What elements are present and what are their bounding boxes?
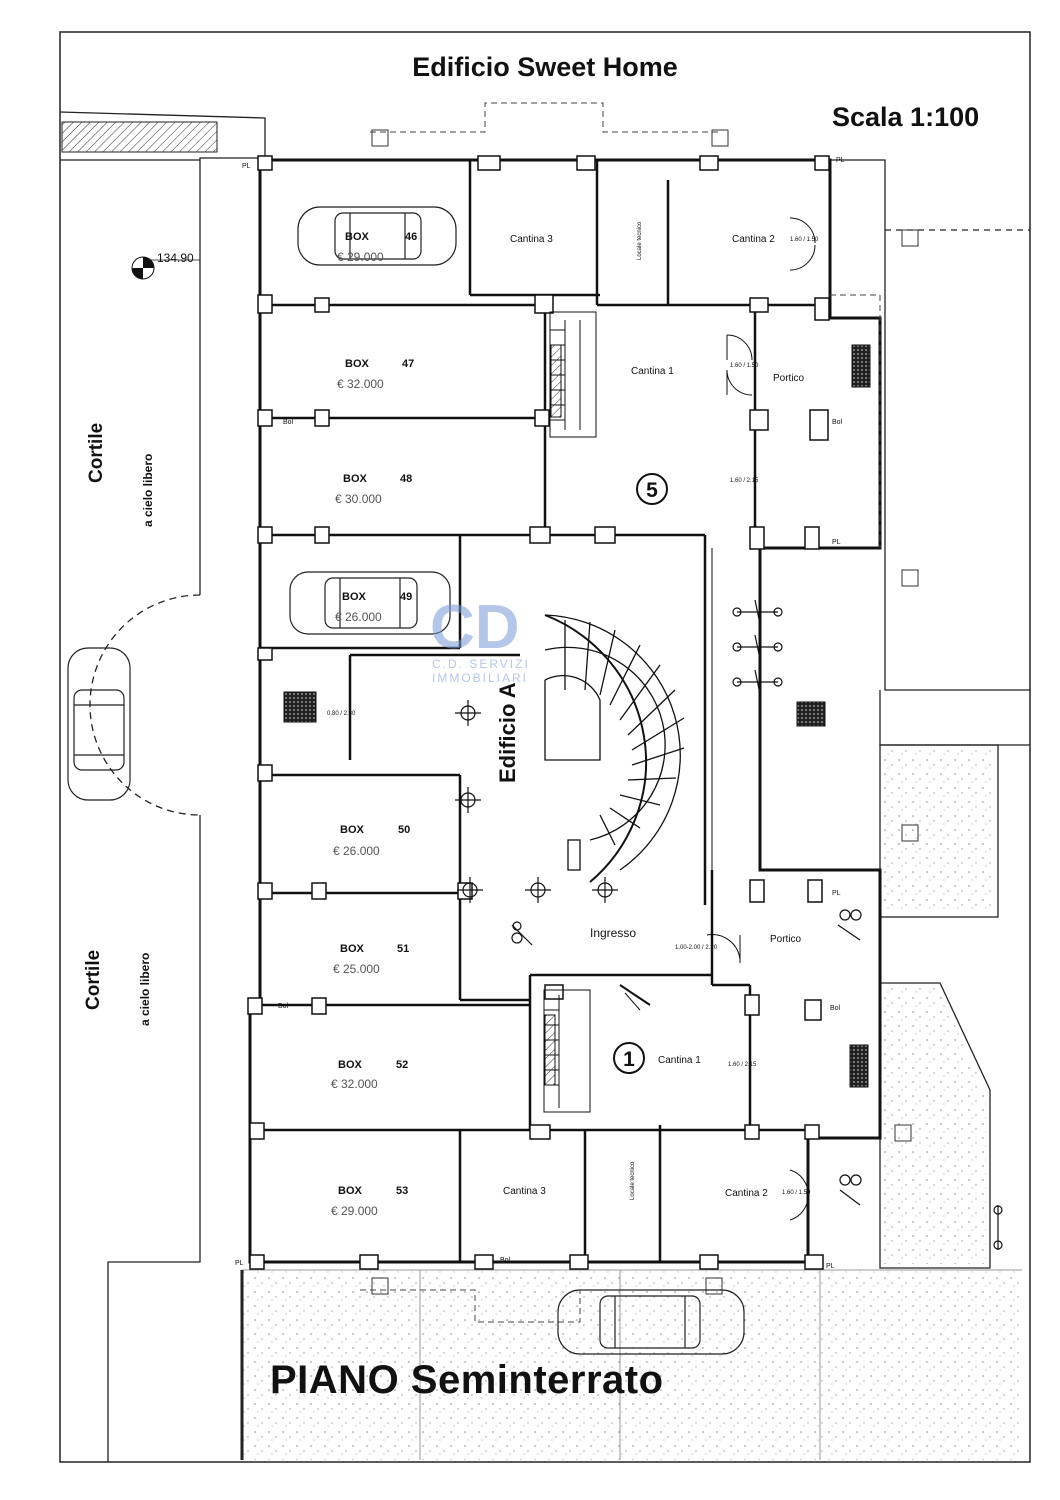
- box-48-price: € 30.000: [335, 492, 382, 506]
- pluviale-marker-2: PL: [836, 157, 845, 164]
- stair-top: [549, 311, 597, 438]
- dim-door-f: 1.60 / 1.50: [782, 1190, 811, 1196]
- box-47-label: BOX: [345, 358, 370, 370]
- portico-projection: [830, 294, 881, 548]
- room-cantina2-bottom: Cantina 2: [725, 1188, 768, 1199]
- roof-projection-bottom: [360, 1289, 715, 1323]
- box-46-price: € 29.000: [337, 250, 384, 264]
- dim-door-e: 1.60 / 2.15: [728, 1062, 757, 1068]
- room-locale-tecnico-bottom: Locale tecnico: [630, 1161, 636, 1200]
- street-lines: [240, 1269, 1022, 1460]
- box-53-label: BOX: [338, 1185, 363, 1197]
- bocca-lupo-marker-3: Bol: [278, 1003, 289, 1010]
- box-49-price: € 26.000: [335, 610, 382, 624]
- street-area: [242, 1270, 1022, 1460]
- car-courtyard: [67, 647, 131, 801]
- unit-marker-5: 5: [636, 473, 668, 505]
- box-51-label: BOX: [340, 943, 365, 955]
- spiral-stair: [544, 614, 685, 883]
- watermark: CD C.D. SERVIZI IMMOBILIARI: [430, 593, 530, 685]
- box-46-label: BOX: [345, 231, 370, 243]
- box-49-number: 49: [400, 591, 412, 603]
- box-50-label: BOX: [340, 824, 365, 836]
- box-53-number: 53: [396, 1185, 408, 1197]
- bocca-lupo-marker-1: Bol: [283, 419, 294, 426]
- car-box-46: [297, 206, 457, 266]
- ceiling-lights: [455, 700, 618, 903]
- box-52-number: 52: [396, 1059, 408, 1071]
- room-cantina2-top: Cantina 2: [732, 234, 775, 245]
- courtyard-1-title: Cortile: [86, 423, 107, 483]
- pluviale-marker-5: PL: [235, 1260, 244, 1267]
- box-52-price: € 32.000: [331, 1077, 378, 1091]
- elevation-value: 134.90: [157, 251, 194, 265]
- watermark-line2: IMMOBILIARI: [432, 671, 528, 685]
- bicycle-icons: [511, 599, 1003, 1250]
- pluviale-marker-1: PL: [242, 163, 251, 170]
- watermark-logo: CD: [430, 593, 520, 662]
- plan-title: Edificio Sweet Home: [412, 52, 678, 82]
- box-48-number: 48: [400, 473, 412, 485]
- elevation-marker: 134.90: [131, 251, 200, 280]
- pluviale-marker-4: PL: [832, 890, 841, 897]
- car-street: [557, 1289, 745, 1355]
- room-cantina3-top: Cantina 3: [510, 234, 553, 245]
- pluviale-marker-3: PL: [832, 539, 841, 546]
- room-cantina1-top: Cantina 1: [631, 366, 674, 377]
- box-47-price: € 32.000: [337, 377, 384, 391]
- scale-label: Scala 1:100: [832, 102, 980, 132]
- building-walls: [248, 158, 882, 1264]
- box-53-price: € 29.000: [331, 1204, 378, 1218]
- dim-door-d: 1.00-2.00 / 2.20: [675, 945, 718, 951]
- room-portico-top: Portico: [773, 373, 805, 384]
- bocca-lupo-marker-4: Bol: [830, 1005, 841, 1012]
- dim-door-c: 1.60 / 2.15: [730, 478, 759, 484]
- room-ingresso: Ingresso: [590, 926, 636, 940]
- room-locale-tecnico-top: Locale tecnico: [637, 221, 643, 260]
- box-50-price: € 26.000: [333, 844, 380, 858]
- pluviale-marker-6: PL: [826, 1263, 835, 1270]
- box-48-label: BOX: [343, 473, 368, 485]
- vent-grilles: [371, 129, 919, 1295]
- bocca-lupo-marker-5: Bol: [500, 1257, 511, 1264]
- sheet-frame: [59, 31, 1031, 1463]
- doors: [619, 217, 816, 1221]
- unit-marker-1: 1: [613, 1042, 645, 1074]
- ramp-hatch: [61, 121, 218, 153]
- box-51-number: 51: [397, 943, 409, 955]
- box-50-number: 50: [398, 824, 410, 836]
- box-51-price: € 25.000: [333, 962, 380, 976]
- box-49-label: BOX: [342, 591, 367, 603]
- car-box-49: [289, 571, 451, 635]
- box-52-label: BOX: [338, 1059, 363, 1071]
- courtyard-1-subtitle: a cielo libero: [141, 454, 155, 527]
- dim-door-b: 1.60 / 1.50: [730, 363, 759, 369]
- box-47-number: 47: [402, 358, 414, 370]
- columns: [247, 155, 830, 1270]
- bocca-lupo-marker-2: Bol: [832, 419, 843, 426]
- room-portico-bottom: Portico: [770, 934, 802, 945]
- floor-grates: [283, 344, 871, 1088]
- floor-label: PIANO Seminterrato: [270, 1358, 664, 1402]
- dim-door-g: 0.80 / 2.30: [327, 711, 356, 717]
- dim-door-a: 1.60 / 1.50: [790, 237, 819, 243]
- roof-projection-top: [370, 102, 720, 133]
- garden-area-bottom: [884, 987, 986, 1264]
- room-cantina1-bottom: Cantina 1: [658, 1055, 701, 1066]
- unit-marker-5-label: 5: [646, 479, 658, 502]
- watermark-line1: C.D. SERVIZI: [432, 657, 530, 671]
- stair-bottom: [543, 989, 591, 1113]
- building-label: Edificio A: [495, 682, 520, 783]
- courtyard-2-title: Cortile: [83, 950, 104, 1010]
- courtyard-2-subtitle: a cielo libero: [138, 953, 152, 1026]
- room-cantina3-bottom: Cantina 3: [503, 1186, 546, 1197]
- box-46-number: 46: [405, 231, 417, 243]
- unit-marker-1-label: 1: [623, 1048, 635, 1071]
- garden-area-top: [884, 749, 994, 913]
